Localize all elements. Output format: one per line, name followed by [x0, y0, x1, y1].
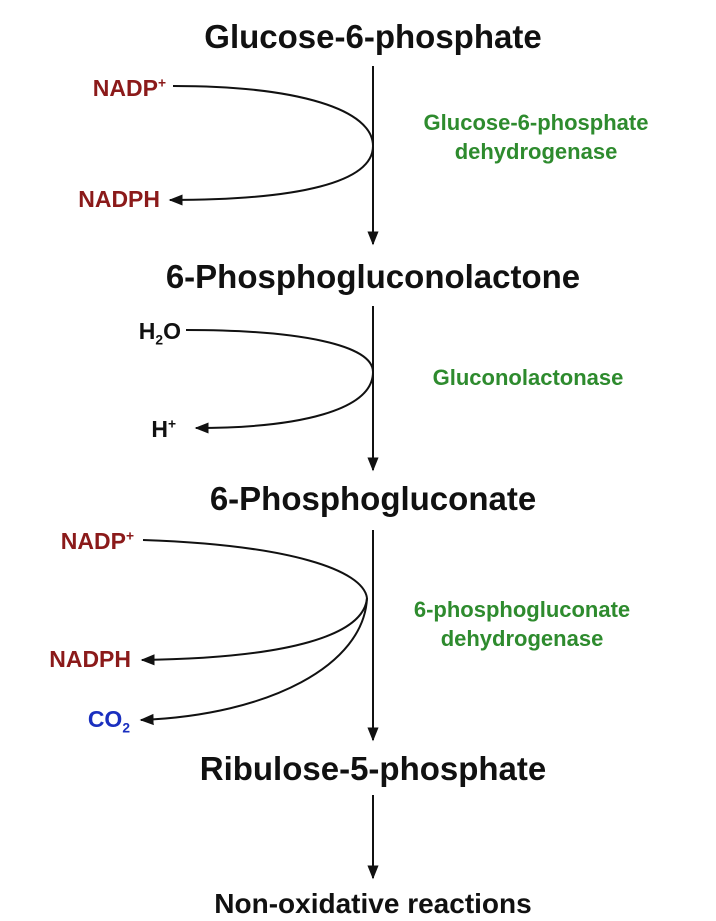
- curve-step3-out-nadph: [140, 597, 368, 666]
- cofactor-step1-nadp-base: NADP: [92, 75, 158, 101]
- cofactor-step2-water-tail: O: [163, 318, 181, 344]
- curve-step2: [185, 329, 375, 434]
- enzyme-g6pd-line1: Glucose-6-phosphate: [423, 110, 649, 135]
- curve-step3-in: [142, 539, 368, 599]
- label-non-oxidative-reactions: Non-oxidative reactions: [214, 888, 532, 919]
- curve-step3-out-co2: [139, 597, 368, 726]
- cofactor-step3-nadph-base: NADPH: [49, 646, 131, 672]
- cofactor-step3-co2-base: CO: [87, 706, 123, 732]
- compound-ribulose-5-phosphate: Ribulose-5-phosphate: [199, 750, 547, 787]
- enzyme-gluconolactonase-line1: Gluconolactonase: [432, 365, 624, 390]
- cofactor-step1-nadph: NADPH: [78, 188, 160, 211]
- enzyme-g6pd: Glucose-6-phosphate dehydrogenase: [424, 108, 649, 166]
- cofactor-step3-co2-sub: 2: [122, 720, 130, 736]
- cofactor-step1-nadp: NADP+: [92, 75, 166, 101]
- enzyme-6pgd: 6-phosphogluconate dehydrogenase: [414, 595, 630, 653]
- cofactor-step2-water-base: H: [138, 318, 156, 344]
- cofactor-step3-nadp-charge: +: [125, 528, 134, 544]
- compound-6-phosphogluconolactone: 6-Phosphogluconolactone: [165, 258, 581, 295]
- compound-glucose-6-phosphate: Glucose-6-phosphate: [204, 18, 542, 55]
- enzyme-6pgd-line1: 6-phosphogluconate: [413, 597, 631, 622]
- cofactor-step3-nadp-base: NADP: [60, 528, 126, 554]
- cofactor-step1-nadp-charge: +: [157, 75, 166, 91]
- cofactor-step3-nadph: NADPH: [49, 648, 131, 671]
- curve-step1: [168, 85, 375, 206]
- compound-6-phosphogluconate: 6-Phosphogluconate: [209, 480, 537, 517]
- enzyme-gluconolactonase: Gluconolactonase: [433, 363, 624, 392]
- cofactor-step2-proton: H+: [151, 416, 176, 442]
- cofactor-step1-nadph-base: NADPH: [78, 186, 160, 212]
- cofactor-step3-co2: CO2: [87, 706, 130, 735]
- cofactor-step2-water-sub: 2: [155, 332, 164, 348]
- cofactor-step2-proton-charge: +: [167, 416, 176, 432]
- cofactor-step2-proton-base: H: [151, 416, 168, 442]
- enzyme-6pgd-line2: dehydrogenase: [440, 626, 604, 652]
- enzyme-g6pd-line2: dehydrogenase: [454, 139, 618, 165]
- cofactor-step2-water: H2O: [138, 318, 181, 347]
- cofactor-step3-nadp: NADP+: [60, 528, 134, 554]
